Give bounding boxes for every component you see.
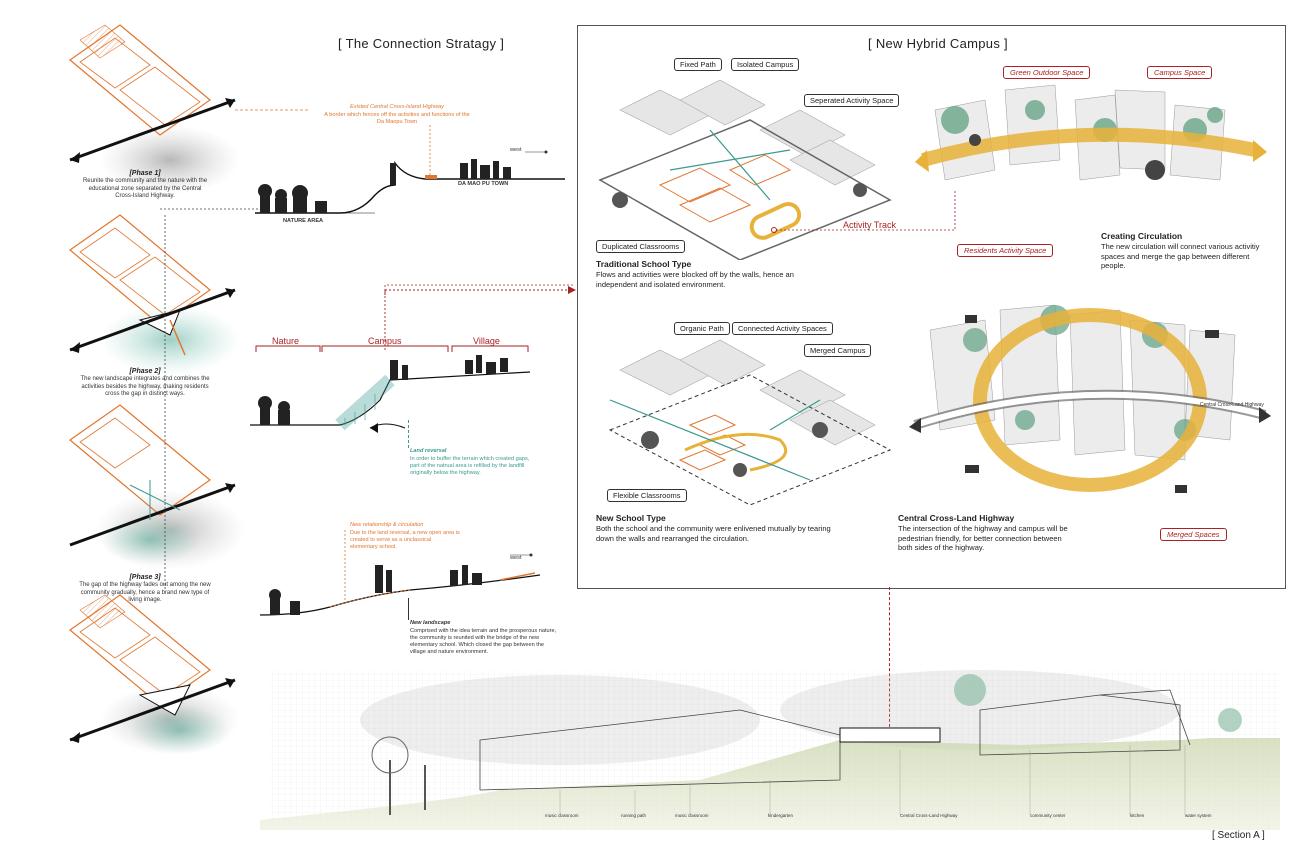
section-a-drawing [260,670,1280,830]
section-label-music-2: music classroom [675,813,709,818]
phase-3-title: [Phase 3] [129,574,161,581]
phase-3-text: The gap of the highway fades out among t… [79,582,211,603]
s1-town: DA MAO PU TOWN [458,181,509,187]
section-label-kitchen: kitchen [1130,813,1145,818]
tag-flexible-classrooms: Flexible Classrooms [607,489,687,502]
s3-west: west [510,555,522,561]
circulation-text: The new circulation will connect various… [1101,242,1260,270]
traditional-school-diagram [598,79,892,260]
circulation-heading: Creating Circulation [1101,231,1183,241]
section-a-title: [ Section A ] [1212,830,1265,841]
phase-2-block [69,214,240,375]
section-3-drawing [259,530,541,616]
s2-note-text: In order to buffer the terrain which cre… [410,456,530,476]
s3-note-text: Due to the land reversal, a new open are… [350,530,460,550]
s2-note-line [408,420,410,448]
section-2-drawing [250,284,575,433]
section-label-water: water system [1185,813,1212,818]
newschool-text: Both the school and the community were e… [596,524,831,543]
tag-seperated-activity: Seperated Activity Space [804,94,900,107]
s1-west: west [510,147,522,153]
tag-merged-campus: Merged Campus [804,344,872,357]
section-label-kindergarten: kindergarten [768,813,794,818]
section-label-highway: Central Cross-Land Highway [900,813,958,818]
circulation-diagram [915,84,1267,181]
newschool-heading: New School Type [596,513,666,523]
traditional-text: Flows and activities were blocked off by… [596,270,794,289]
activity-track-label: Activity Track [843,220,897,230]
hybrid-title: [ New Hybrid Campus ] [868,36,1008,51]
tag-campus-space: Campus Space [1147,66,1213,79]
hybrid-connector-arrow [384,286,576,350]
phase-diagrams [69,24,245,755]
connection-title: [ The Connection Stratagy ] [338,36,505,51]
s2-nature: Nature [272,336,300,346]
tag-isolated-campus: Isolated Campus [731,58,800,71]
highway-text: The intersection of the highway and camp… [898,524,1068,552]
tag-green-outdoor: Green Outdoor Space [1003,66,1091,79]
phase-1-text: Reunite the community and the nature wit… [82,178,208,199]
phase-2-title: [Phase 2] [129,368,161,375]
s3-landscape-title: New landscape [410,620,451,626]
activity-track-connector [771,190,956,233]
tag-merged-spaces: Merged Spaces [1160,528,1227,541]
phase-1-block [69,24,240,195]
phase-4-block [69,594,240,755]
phase-2-text: The new landscape integrates and combine… [80,376,210,397]
tag-connected-activity: Connected Activity Spaces [732,322,833,335]
highway-diagram [909,304,1271,493]
tag-duplicated-classrooms: Duplicated Classrooms [596,240,686,253]
phase-3-block [69,404,245,570]
tag-residents-activity: Residents Activity Space [957,244,1054,257]
highway-road-label: Central Cross-Land Highway [1200,402,1264,408]
s1-note-title: Existed Central Cross-Island Highway [350,104,444,110]
s1-nature-area: NATURE AREA [283,218,324,224]
section-label-community: community center [1030,813,1066,818]
section-label-running: running path [621,813,647,818]
s3-note-line [408,598,410,620]
tag-organic-path: Organic Path [674,322,730,335]
s1-note-text: A border which fences off the activities… [324,112,470,125]
section-1-drawing [235,109,565,214]
section-connector [889,587,891,727]
s2-village: Village [473,336,500,346]
phase-1-title: [Phase 1] [129,170,161,177]
new-school-diagram [608,339,892,505]
section-label-music-1: music classroom [545,813,579,818]
s3-note-title: New relationship & circulation [350,522,424,528]
s3-landscape-text: Comprised with the idea terrain and the … [410,628,557,655]
tag-fixed-path: Fixed Path [674,58,722,71]
s2-note-title: Land reversal [410,448,447,454]
traditional-heading: Traditional School Type [596,259,692,269]
highway-heading: Central Cross-Land Highway [898,513,1015,523]
